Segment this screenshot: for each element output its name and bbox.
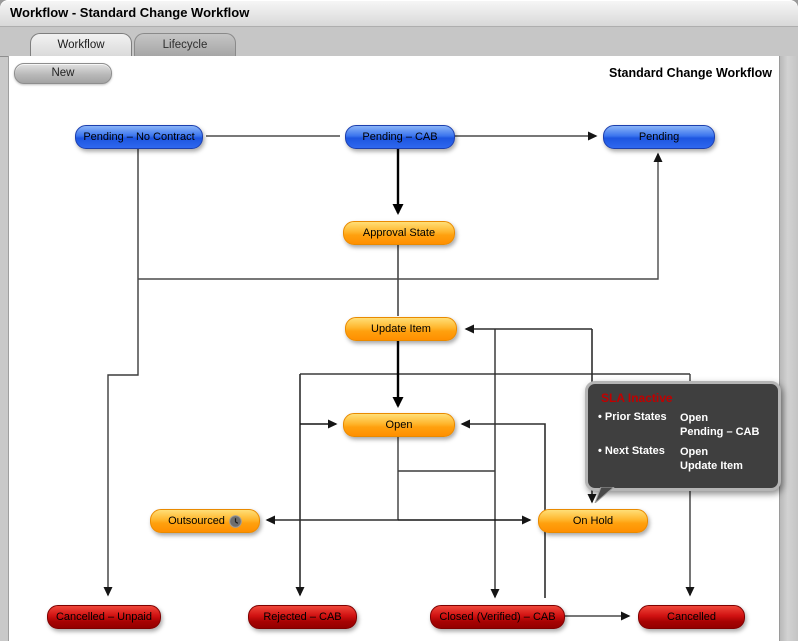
new-button[interactable]: New [14,63,112,84]
tab-workflow[interactable]: Workflow [30,33,132,56]
node-pending[interactable]: Pending [603,125,715,149]
page-title: Standard Change Workflow [609,66,772,80]
window-title: Workflow - Standard Change Workflow [10,5,250,20]
node-cancelled-unpaid[interactable]: Cancelled – Unpaid [47,605,161,629]
clock-icon [229,514,242,528]
tooltip-tail [594,487,615,503]
node-pending-no-contract[interactable]: Pending – No Contract [75,125,203,149]
title-bar: Workflow - Standard Change Workflow [0,0,798,27]
tab-strip: Workflow Lifecycle [0,27,798,57]
prior-states-row: Prior States Open Pending – CAB [598,411,778,439]
node-approval-state[interactable]: Approval State [343,221,455,245]
node-closed-verified-cab[interactable]: Closed (Verified) – CAB [430,605,565,629]
node-rejected-cab[interactable]: Rejected – CAB [248,605,357,629]
node-open[interactable]: Open [343,413,455,437]
node-outsourced[interactable]: Outsourced [150,509,260,533]
tab-lifecycle[interactable]: Lifecycle [134,33,236,56]
right-gutter [779,56,798,641]
node-on-hold[interactable]: On Hold [538,509,648,533]
sla-tooltip-title: SLA Inactive [601,391,673,405]
node-pending-cab[interactable]: Pending – CAB [345,125,455,149]
node-update-item[interactable]: Update Item [345,317,457,341]
sla-tooltip: SLA Inactive Prior States Open Pending –… [585,381,781,503]
next-states-row: Next States Open Update Item [598,445,778,473]
node-cancelled[interactable]: Cancelled [638,605,745,629]
